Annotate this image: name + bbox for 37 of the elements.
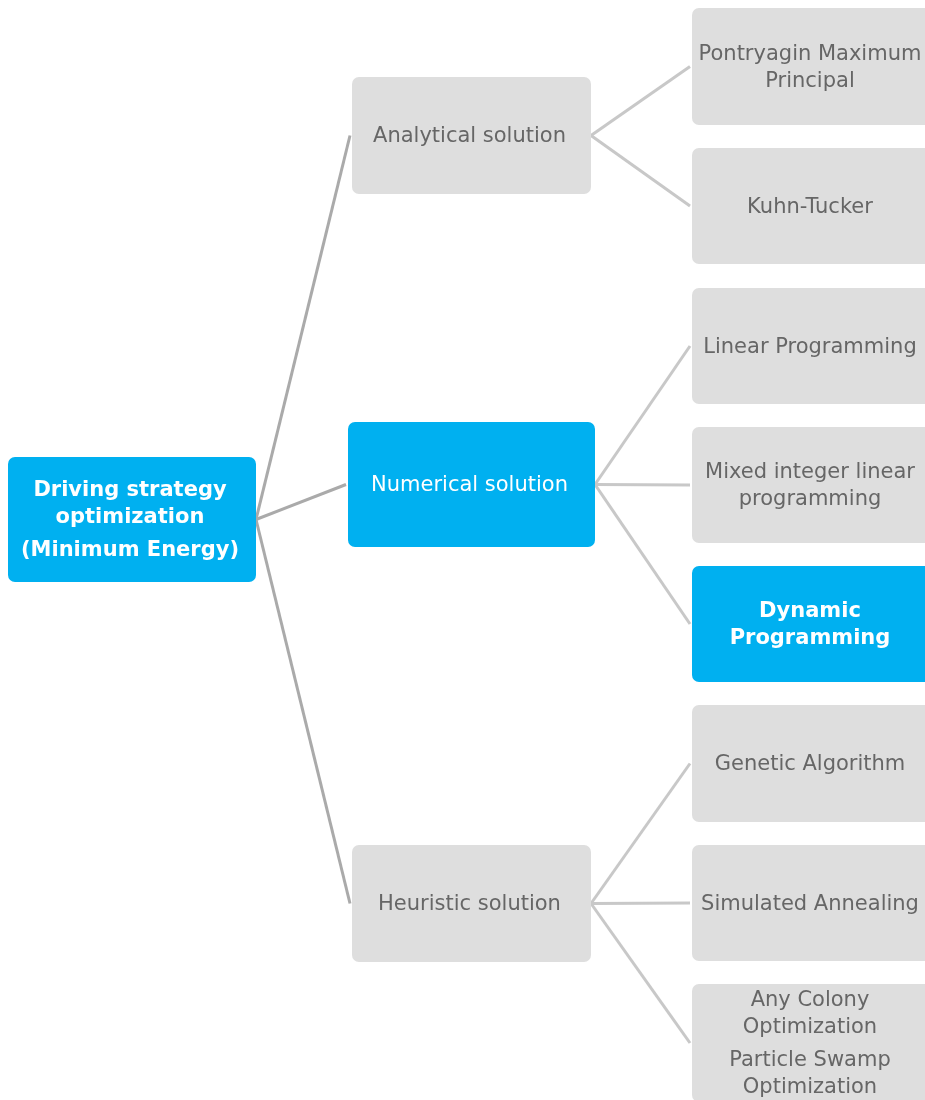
box-label: Driving strategy optimization [32,476,228,530]
box-label: Analytical solution [373,122,566,149]
connector-line [589,902,692,1044]
box-label: Linear Programming [703,332,917,360]
box-label: Simulated Annealing [701,889,919,917]
connector-line [590,65,691,137]
box-label: Kuhn-Tucker [747,192,873,220]
process-box [352,845,591,962]
process-box [692,845,925,961]
box-label: Mixed integer linear programming [704,458,916,512]
box-label: Any Colony Optimization [741,986,879,1040]
box-label: Particle Swamp Optimization [728,1046,892,1100]
connector-line [590,134,691,208]
process-box [692,8,925,125]
box-label: Heuristic solution [378,890,561,917]
connector-line [254,135,352,520]
box-label: Dynamic Programming [728,597,892,651]
connector-line [589,762,692,905]
box-label: (Minimum Energy) [20,535,240,563]
box-label: Pontryagin Maximum Principal [697,39,923,94]
highlighted-box [692,566,925,682]
highlighted-box [348,422,595,547]
highlighted-box [8,457,256,582]
connector-line [255,483,347,521]
process-box [692,984,925,1100]
process-box [692,288,925,404]
process-box [352,77,591,194]
process-box [692,705,925,822]
connector-line [593,345,692,486]
connector-line [595,483,690,487]
box-label: Genetic Algorithm [714,750,906,777]
connector-line [593,483,692,625]
process-box [692,427,925,543]
connector-line [591,901,690,905]
box-label: Numerical solution [371,471,568,498]
connector-line [254,519,352,904]
process-box [692,148,925,264]
